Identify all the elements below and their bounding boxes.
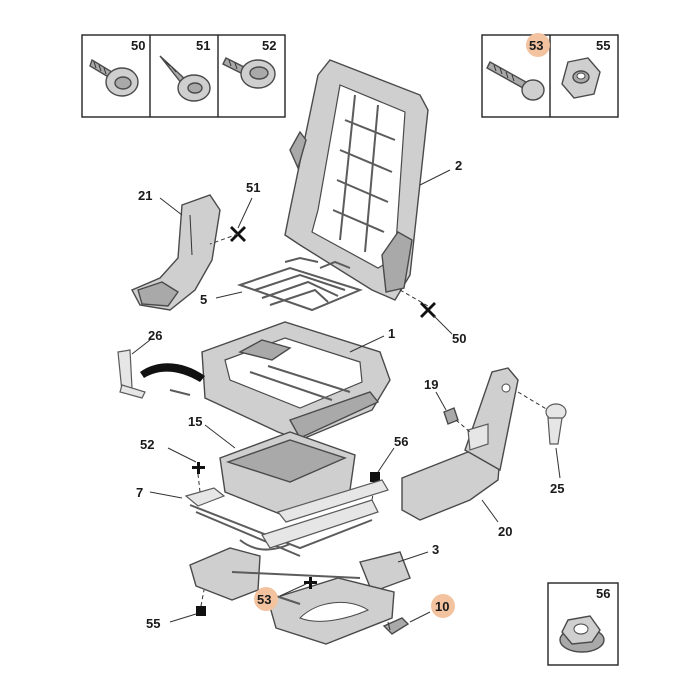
flange-nut-icon: [559, 615, 605, 653]
fastener-plus-mark-52: [192, 462, 205, 474]
fastener-cross-mark-50: [420, 302, 436, 318]
part-box-56[interactable]: 56: [547, 582, 619, 666]
seat-back-frame[interactable]: [284, 59, 429, 301]
label-51: 51: [246, 180, 260, 195]
label-55: 55: [146, 616, 160, 631]
screw-icon: [89, 58, 139, 97]
seat-cushion-frame[interactable]: [201, 321, 391, 441]
seat-side-trim[interactable]: [401, 367, 519, 521]
label-19: 19: [424, 377, 438, 392]
fastener-square-mark-55: [196, 606, 206, 616]
label-26: 26: [148, 328, 162, 343]
part-box-number-55: 55: [596, 38, 610, 53]
side-cover[interactable]: [131, 194, 221, 311]
nut-icon: [561, 57, 601, 99]
label-1: 1: [388, 326, 395, 341]
bolt-icon: [486, 61, 545, 101]
trim-clip-19[interactable]: [443, 407, 459, 425]
seat-base-frame[interactable]: [189, 547, 411, 645]
part-box-52[interactable]: 52: [222, 38, 276, 89]
label-52: 52: [140, 437, 154, 452]
highlight-marker-53: [254, 587, 278, 611]
label-25: 25: [550, 481, 564, 496]
label-53: 53: [257, 592, 271, 607]
highlight-marker: [526, 33, 550, 57]
part-box-number-53: 53: [529, 38, 543, 53]
part-box-group-top-left: 50 51 52: [81, 34, 286, 118]
label-2: 2: [455, 158, 462, 173]
part-box-51[interactable]: 51: [159, 38, 211, 102]
label-5: 5: [200, 292, 207, 307]
self-tapping-screw-icon: [159, 55, 211, 102]
part-box-53[interactable]: 53: [486, 33, 550, 101]
part-box-50[interactable]: 50: [89, 38, 145, 97]
label-50: 50: [452, 331, 466, 346]
fastener-plus-mark-53: [304, 577, 317, 589]
part-box-number-50: 50: [131, 38, 145, 53]
label-15: 15: [188, 414, 202, 429]
part-box-number-56: 56: [596, 586, 610, 601]
flange-screw-icon: [222, 57, 276, 89]
label-10: 10: [435, 599, 449, 614]
adjustment-lever[interactable]: [117, 349, 191, 399]
label-3: 3: [432, 542, 439, 557]
clip-part-10[interactable]: [382, 617, 410, 635]
part-box-55[interactable]: 55: [561, 38, 610, 99]
recline-knob-25[interactable]: [545, 403, 567, 445]
fastener-square-mark-56: [370, 472, 380, 482]
part-box-group-top-right: 53 55: [481, 33, 619, 118]
seat-spring-mat[interactable]: [236, 256, 363, 312]
part-box-number-51: 51: [196, 38, 210, 53]
highlight-marker-10: [431, 594, 455, 618]
label-21: 21: [138, 188, 152, 203]
label-20: 20: [498, 524, 512, 539]
label-7: 7: [136, 485, 143, 500]
label-56-upper: 56: [394, 434, 408, 449]
part-box-number-52: 52: [262, 38, 276, 53]
seat-slide-rails[interactable]: [184, 479, 389, 557]
